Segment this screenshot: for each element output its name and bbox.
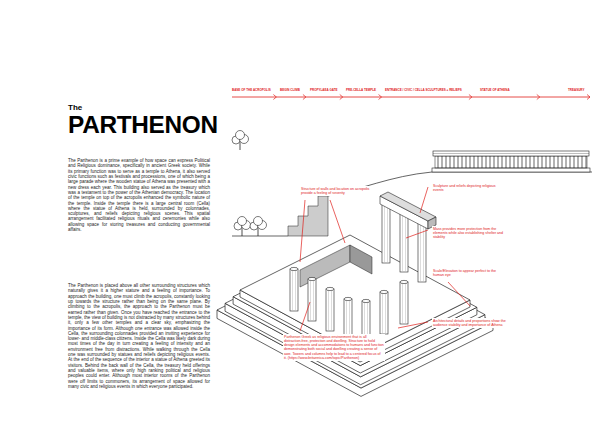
timeline-label: STATUE OF ATHENA	[480, 89, 510, 92]
leader-lines	[300, 187, 470, 331]
timeline-arrow	[273, 95, 276, 100]
timeline-arrow	[469, 95, 472, 100]
timeline-arrow	[303, 95, 306, 100]
callout-note: Structure of walls and location on acrop…	[300, 186, 372, 196]
timeline-label: PROPYLAEA GATE	[310, 89, 338, 92]
poster-title: PARTHENON	[68, 113, 218, 137]
timeline-arrow	[379, 95, 382, 100]
timeline-arrow	[537, 95, 540, 100]
timeline-label: TREASURY	[568, 89, 584, 92]
timeline-label: BASE OF THE ACROPOLIS	[232, 89, 271, 92]
timeline-label: PRE-CELLA TEMPLE	[346, 89, 376, 92]
callout-note: Scale/Elevation to appear perfect to the…	[432, 268, 506, 278]
callout-note: Mass provides more protection from the e…	[432, 226, 508, 240]
title-prefix: The	[68, 104, 82, 112]
body-paragraph: The Parthenon is a prime example of how …	[68, 158, 210, 232]
parthenon-axonometric	[217, 192, 493, 396]
timeline-arrow	[587, 95, 590, 100]
callout-note: Architectural details and proportions sh…	[432, 318, 508, 328]
body-paragraph: The Parthenon is placed above all other …	[68, 283, 210, 389]
timeline-line	[232, 97, 590, 98]
callout-note: Parthenon Greek as religious environment…	[283, 334, 385, 361]
acropolis-section	[232, 131, 592, 237]
timeline-label: ENTRANCE / CIVIC / CELLA SCULPTURES + RE…	[385, 89, 462, 92]
timeline-label: BEGIN CLIMB	[280, 89, 300, 92]
timeline-arrow	[340, 95, 343, 100]
callout-note: Sculpture and reliefs depicting religiou…	[432, 183, 506, 193]
